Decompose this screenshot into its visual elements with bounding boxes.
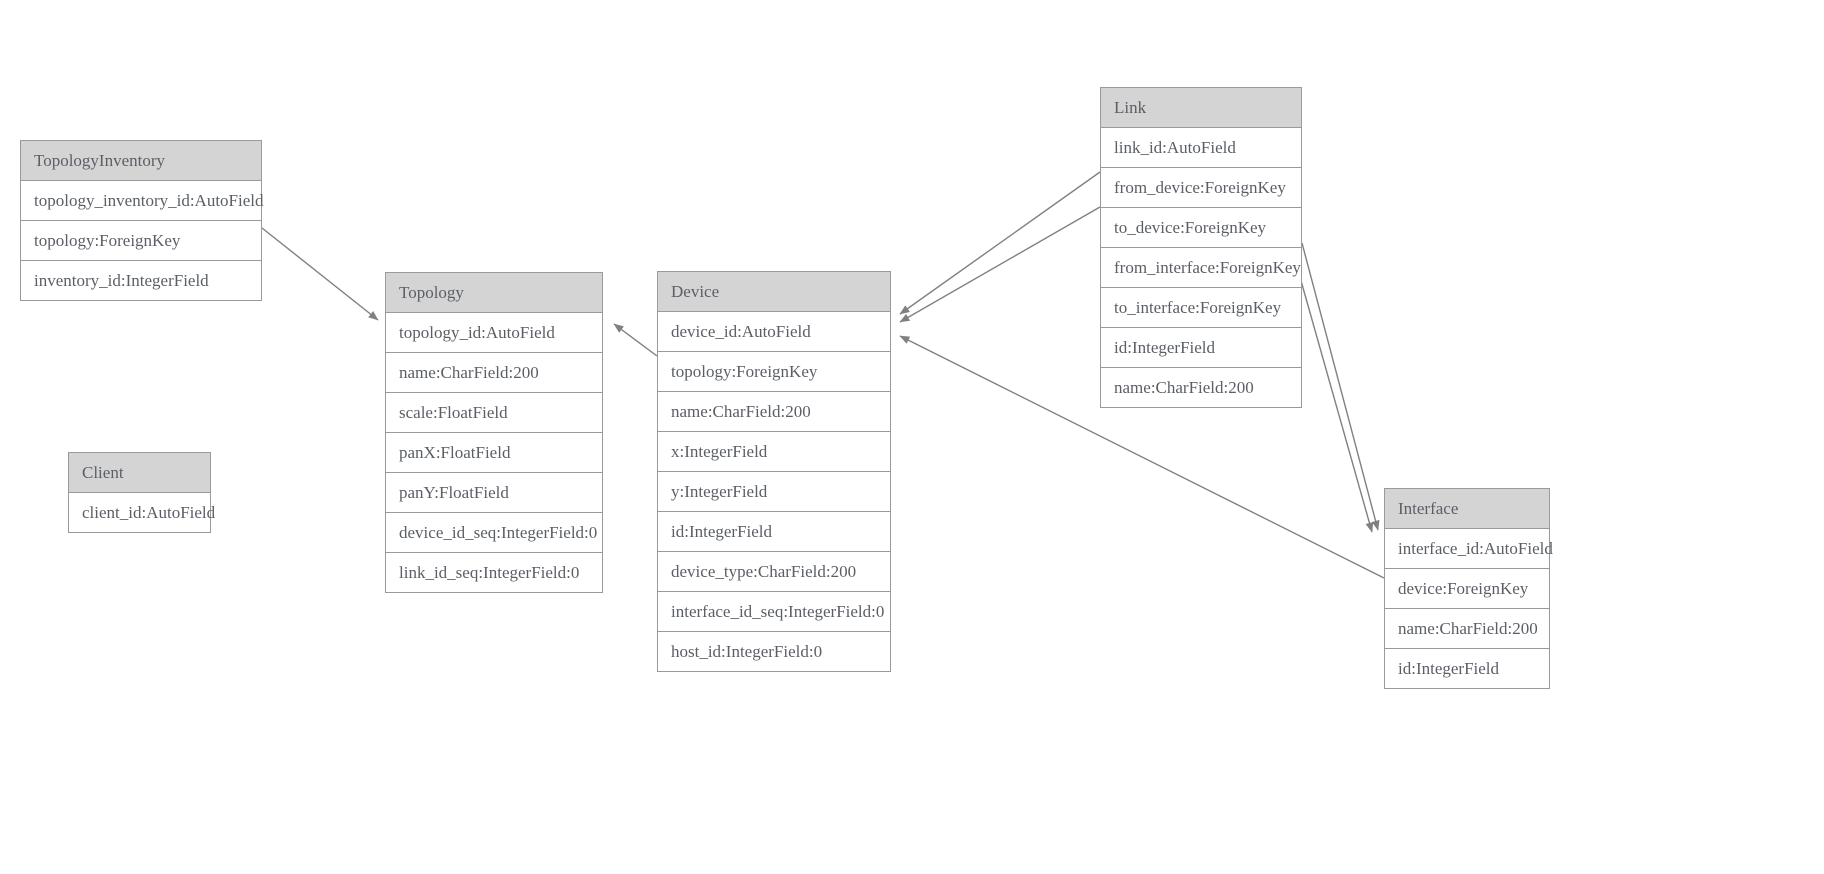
entity-title: Interface xyxy=(1385,489,1549,529)
entity-field: x:IntegerField xyxy=(658,432,890,472)
entity-field: topology_inventory_id:AutoField xyxy=(21,181,264,221)
entity-field: to_interface:ForeignKey xyxy=(1101,288,1301,328)
entity-field: id:IntegerField xyxy=(1101,328,1301,368)
entity-field: device:ForeignKey xyxy=(1385,569,1549,609)
entity-field: topology:ForeignKey xyxy=(21,221,261,261)
entity-field: device_id:AutoField xyxy=(658,312,890,352)
entity-field: name:CharField:200 xyxy=(658,392,890,432)
entity-field: y:IntegerField xyxy=(658,472,890,512)
entity-field: scale:FloatField xyxy=(386,393,602,433)
edge-link-from-device xyxy=(899,171,1101,315)
entity-field: device_id_seq:IntegerField:0 xyxy=(386,513,602,553)
entity-field: name:CharField:200 xyxy=(1385,609,1549,649)
edge-link-from-interface xyxy=(1301,242,1380,531)
entity-field: id:IntegerField xyxy=(1385,649,1549,688)
entity-field: from_device:ForeignKey xyxy=(1101,168,1301,208)
entity-title: Topology xyxy=(386,273,602,313)
entity-field: link_id_seq:IntegerField:0 xyxy=(386,553,602,592)
entity-field: host_id:IntegerField:0 xyxy=(658,632,890,671)
edge-device-topology xyxy=(613,323,658,357)
edge-link-to-device xyxy=(899,206,1101,323)
entity-field: interface_id:AutoField xyxy=(1385,529,1553,569)
entity-field: topology_id:AutoField xyxy=(386,313,602,353)
entity-field: from_interface:ForeignKey xyxy=(1101,248,1301,288)
edge-topologyinventory-topology xyxy=(261,227,379,321)
entity-field: name:CharField:200 xyxy=(386,353,602,393)
entity-field: topology:ForeignKey xyxy=(658,352,890,392)
entity-field: device_type:CharField:200 xyxy=(658,552,890,592)
entity-field: name:CharField:200 xyxy=(1101,368,1301,407)
entity-title: Device xyxy=(658,272,890,312)
entity-field: inventory_id:IntegerField xyxy=(21,261,261,300)
entity-field: panY:FloatField xyxy=(386,473,602,513)
entity-field: link_id:AutoField xyxy=(1101,128,1301,168)
entity-title: Client xyxy=(69,453,210,493)
entity-field: id:IntegerField xyxy=(658,512,890,552)
entity-field: interface_id_seq:IntegerField:0 xyxy=(658,592,890,632)
entity-title: TopologyInventory xyxy=(21,141,261,181)
entity-field: client_id:AutoField xyxy=(69,493,215,532)
entity-field: panX:FloatField xyxy=(386,433,602,473)
entity-title: Link xyxy=(1101,88,1301,128)
entity-field: to_device:ForeignKey xyxy=(1101,208,1301,248)
edge-link-to-interface xyxy=(1295,262,1374,533)
